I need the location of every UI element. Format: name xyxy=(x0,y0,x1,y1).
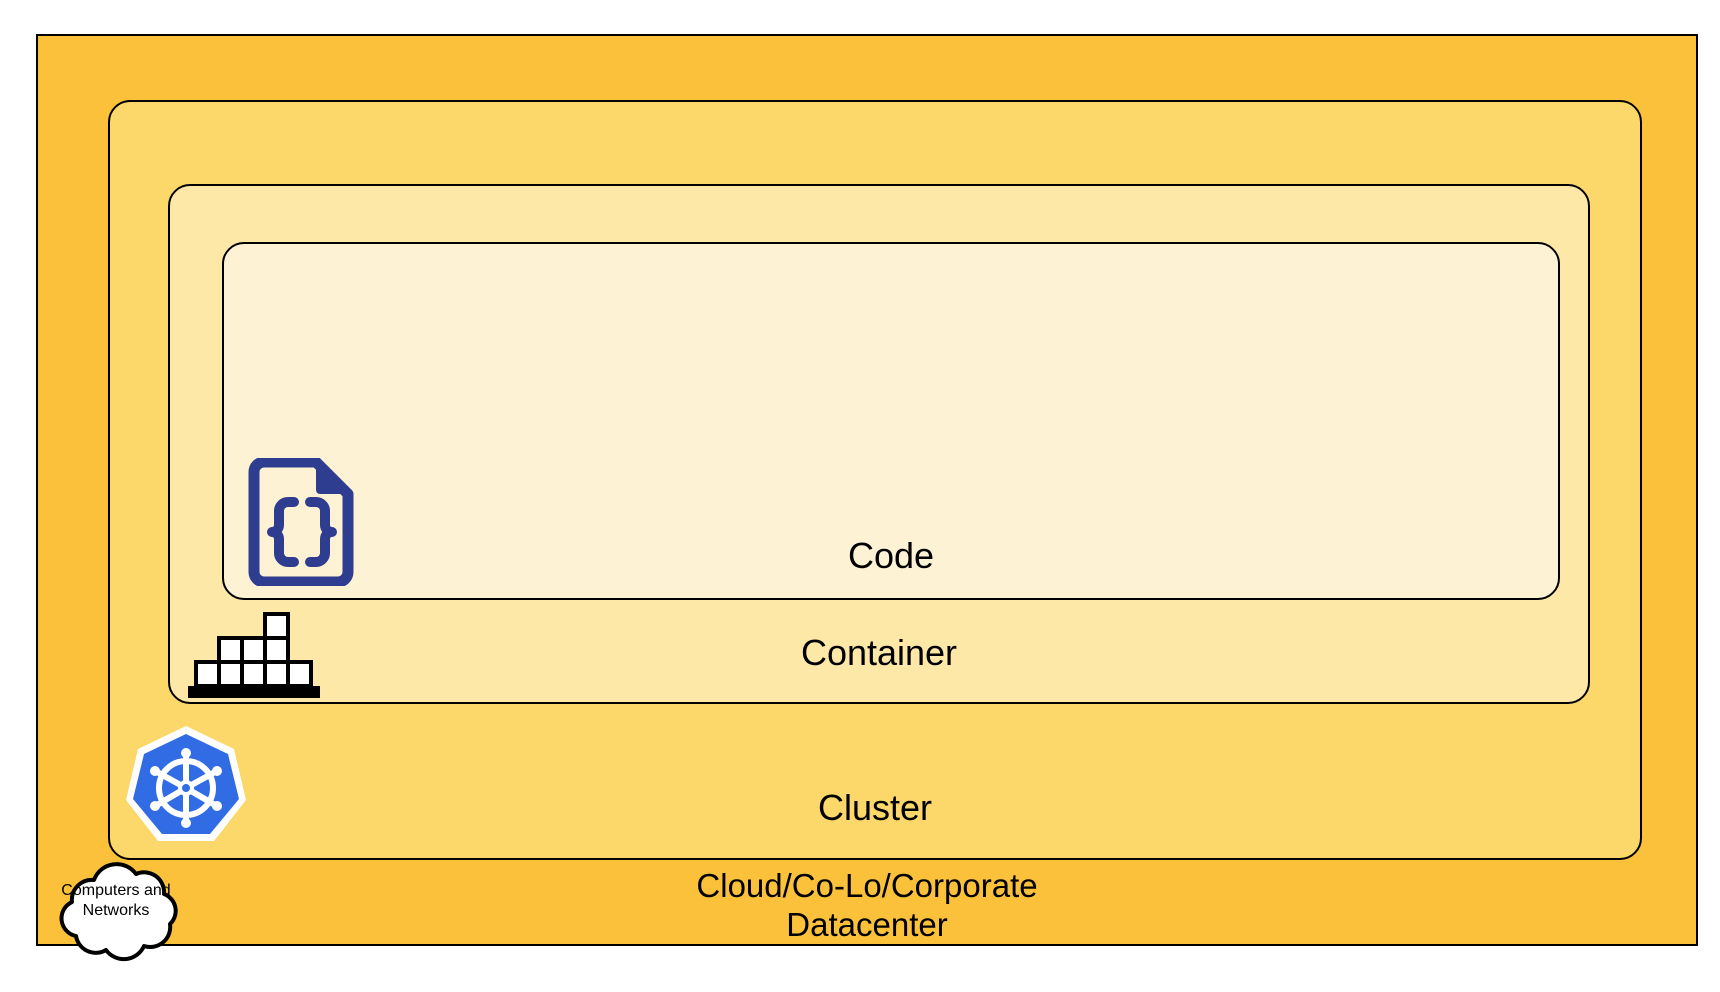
computers-and-networks-cloud[interactable] xyxy=(36,858,196,968)
layer-box-code[interactable] xyxy=(222,242,1560,600)
container-bricks-icon xyxy=(186,608,322,700)
code-file-icon xyxy=(244,456,356,588)
kubernetes-helm-icon xyxy=(124,722,248,846)
